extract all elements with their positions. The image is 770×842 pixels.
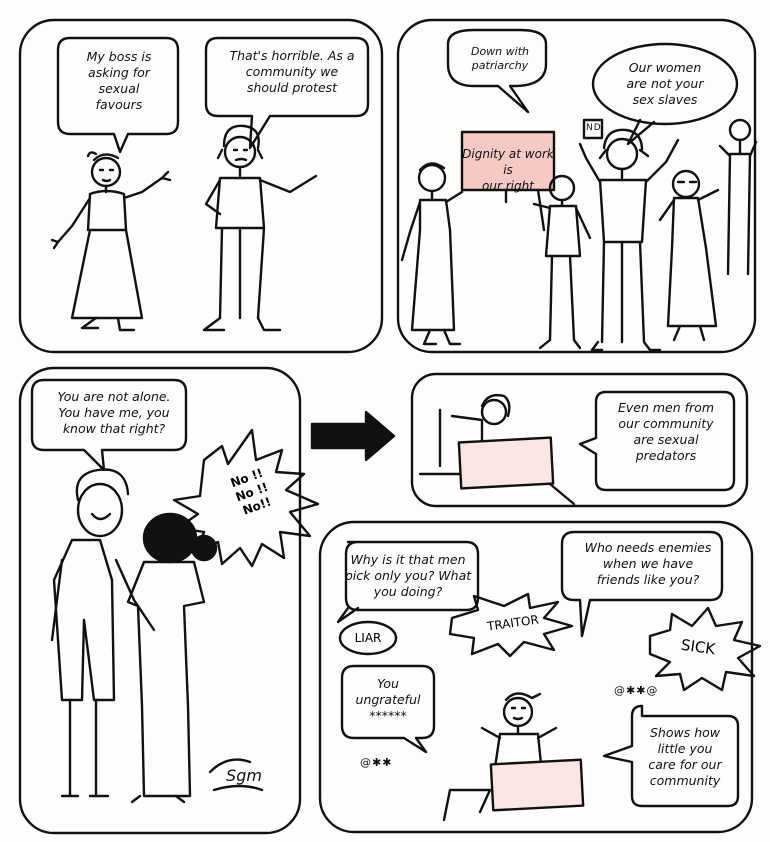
men-pick-bubble: [344, 540, 480, 612]
liar-text: LIAR: [354, 631, 382, 645]
panel-5-laptop: [489, 758, 585, 812]
curse-symbols-left: @✱✱: [360, 756, 393, 769]
curse-symbols-right: @✱✱@: [614, 684, 659, 697]
man-speech-text: That's horrible. As a community we shoul…: [229, 48, 355, 95]
reassurance-text: You are not alone. You have me, you know…: [57, 389, 171, 436]
men-pick-text: Why is it that men pick only you? What y…: [344, 552, 472, 599]
small-sign-text: ND: [586, 123, 602, 133]
panel-1-frame: [18, 18, 384, 354]
man-speech-bubble: [204, 36, 370, 150]
protest-sign: [460, 130, 556, 192]
sick-burst: [648, 606, 762, 692]
predators-bubble: [578, 390, 736, 492]
ungrateful-text: You ungrateful ******: [355, 676, 421, 723]
panel-4-frame: [410, 372, 749, 508]
community-text: Shows how little you care for our commun…: [648, 725, 722, 788]
reassurance-bubble: [30, 378, 188, 472]
patriarchy-text: Down with patriarchy: [470, 45, 529, 72]
patriarchy-bubble: [446, 28, 548, 114]
artist-signature: Sgm: [226, 766, 262, 785]
panel-4-laptop: [457, 436, 555, 490]
liar-burst: [338, 620, 398, 656]
enemies-bubble: [560, 530, 724, 638]
sex-slaves-bubble: [591, 42, 739, 126]
community-bubble: [602, 704, 740, 808]
panel-2-frame: [396, 18, 757, 354]
traitor-burst: [448, 592, 574, 658]
panel-3-frame: [18, 366, 302, 835]
enemies-text: Who needs enemies when we have friends l…: [584, 540, 712, 587]
protest-sign-text: Dignity at work is our right: [462, 147, 554, 193]
woman-speech-bubble: [56, 36, 180, 154]
sex-slaves-text: Our women are not your sex slaves: [626, 60, 704, 107]
ungrateful-bubble: [340, 664, 436, 754]
woman-speech-text: My boss is asking for sexual favours: [86, 49, 152, 112]
panel-5-frame: [318, 520, 754, 834]
arrow: [310, 410, 396, 462]
predators-text: Even men from our community are sexual p…: [617, 400, 714, 463]
